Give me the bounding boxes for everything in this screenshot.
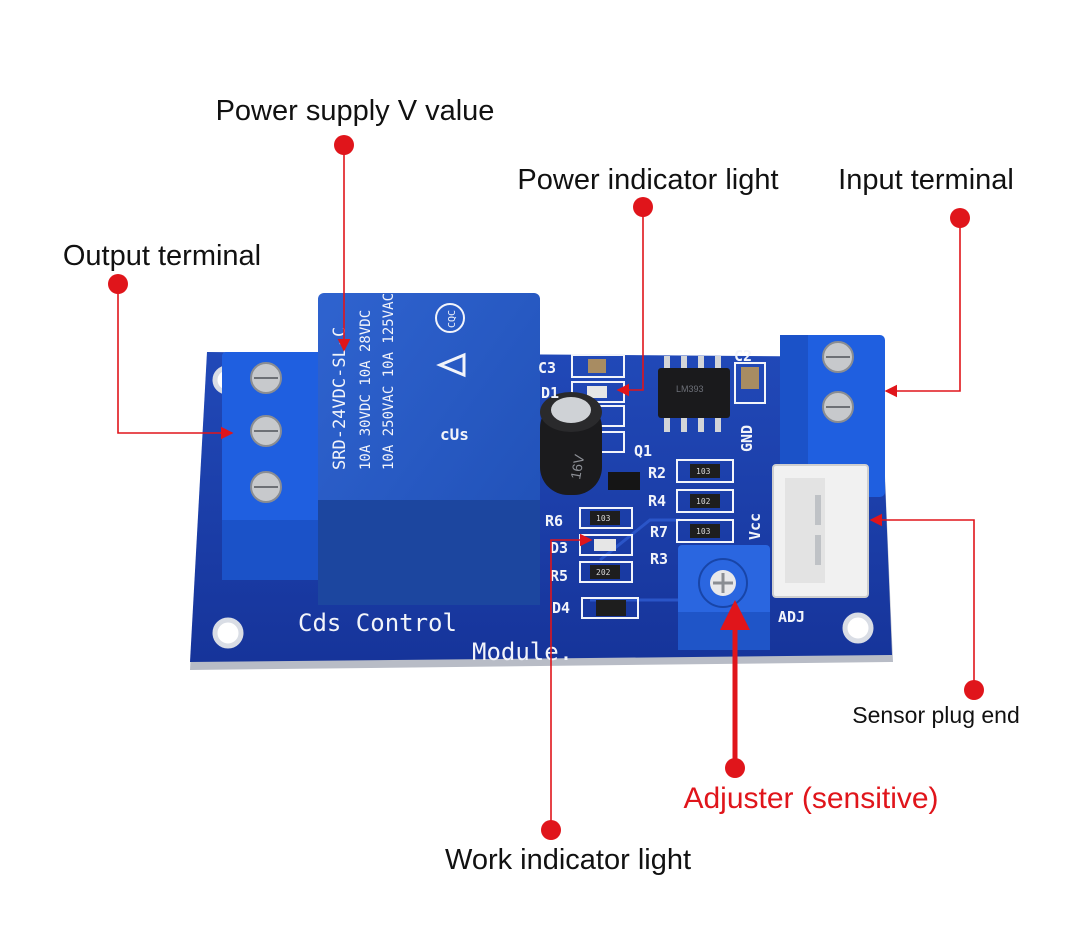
svg-text:202: 202 (596, 568, 611, 577)
svg-text:R7: R7 (650, 523, 668, 541)
callout-sensor-plug: Sensor plug end (852, 702, 1020, 728)
output-terminal-block (222, 352, 328, 580)
power-led (587, 386, 607, 398)
mount-hole (212, 617, 244, 649)
electrolytic-capacitor: 16V (540, 392, 602, 495)
svg-text:C2: C2 (734, 347, 752, 365)
input-terminal-block (780, 335, 885, 497)
svg-text:R2: R2 (648, 464, 666, 482)
work-indicator-leader (550, 533, 593, 830)
transistor-q1 (608, 472, 640, 490)
ul-mark: cUs (440, 425, 469, 444)
svg-text:R4: R4 (648, 492, 666, 510)
board-title-line1: Cds Control (298, 609, 457, 637)
comparator-ic: LM393 (658, 356, 730, 432)
sensor-plug-leader (869, 513, 975, 690)
svg-text:10A 250VAC 10A 125VAC: 10A 250VAC 10A 125VAC (381, 293, 397, 470)
svg-text:103: 103 (696, 467, 711, 476)
smd-components: 16V LM393 (540, 354, 766, 619)
svg-text:SRD-24VDC-SL-C: SRD-24VDC-SL-C (330, 327, 350, 470)
callout-adjuster: Adjuster (sensitive) (683, 782, 939, 815)
svg-text:D1: D1 (541, 384, 559, 402)
callout-power-supply: Power supply V value (215, 95, 495, 127)
input-terminal-leader (884, 218, 961, 398)
mount-hole (842, 612, 874, 644)
silkscreen-labels: C3 D1 C2 Q1 R2 R4 R7 R3 R6 D3 R5 D4 GND … (298, 347, 805, 666)
board-title-line2: Module. (472, 638, 573, 666)
callout-power-indicator: Power indicator light (517, 164, 779, 196)
svg-text:ADJ: ADJ (778, 608, 805, 626)
work-led (594, 539, 616, 551)
callout-output-terminal: Output terminal (62, 240, 262, 272)
certification-mark (436, 352, 466, 378)
output-terminal-leader (117, 284, 234, 440)
svg-text:Q1: Q1 (634, 442, 652, 460)
svg-text:Vcc: Vcc (746, 513, 764, 540)
svg-text:103: 103 (596, 514, 611, 523)
callout-lines (117, 145, 975, 830)
svg-text:103: 103 (696, 527, 711, 536)
svg-text:R3: R3 (650, 550, 668, 568)
cqc-logo (435, 303, 465, 333)
svg-text:10A 30VDC 10A 28VDC: 10A 30VDC 10A 28VDC (358, 310, 374, 470)
svg-text:D4: D4 (552, 599, 570, 617)
svg-text:D3: D3 (550, 539, 568, 557)
relay: SRD-24VDC-SL-C 10A 30VDC 10A 28VDC 10A 2… (318, 293, 540, 605)
diode-d4 (596, 600, 626, 616)
callout-work-indicator: Work indicator light (444, 844, 692, 876)
potentiometer (678, 545, 770, 650)
svg-text:GND: GND (738, 425, 756, 452)
callout-input-terminal: Input terminal (838, 164, 1014, 196)
svg-text:16V: 16V (567, 453, 587, 481)
svg-text:102: 102 (696, 497, 711, 506)
sensor-connector (772, 464, 869, 598)
svg-text:R5: R5 (550, 567, 568, 585)
power-indicator-leader (616, 207, 644, 397)
svg-text:CQC: CQC (447, 310, 458, 328)
callout-dots (108, 135, 984, 840)
svg-text:C3: C3 (538, 359, 556, 377)
svg-text:R6: R6 (545, 512, 563, 530)
svg-text:LM393: LM393 (676, 384, 704, 394)
